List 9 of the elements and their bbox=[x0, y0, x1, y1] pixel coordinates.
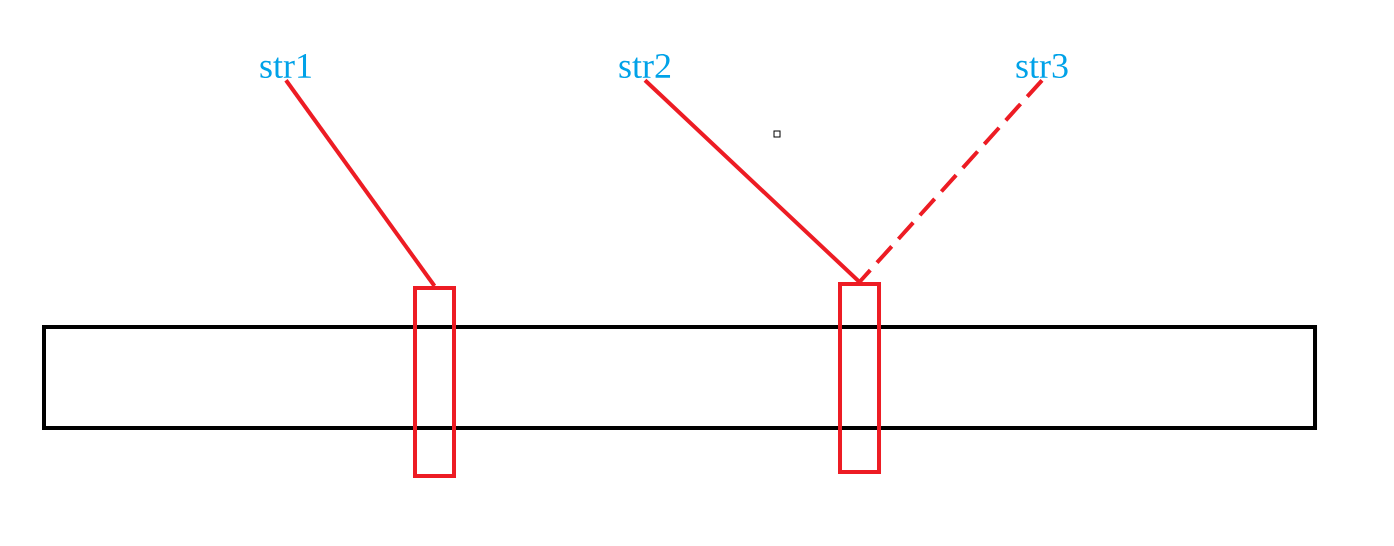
rectangle-box bbox=[413, 286, 456, 478]
label-text: str1 bbox=[260, 53, 311, 79]
rectangle-box bbox=[42, 325, 1317, 430]
label-text: str2 bbox=[619, 53, 670, 79]
connector-line bbox=[858, 78, 1044, 284]
connector-line bbox=[643, 78, 861, 284]
connector-line bbox=[284, 79, 437, 288]
label-text: str3 bbox=[1016, 53, 1068, 79]
rectangle-box bbox=[838, 282, 881, 474]
